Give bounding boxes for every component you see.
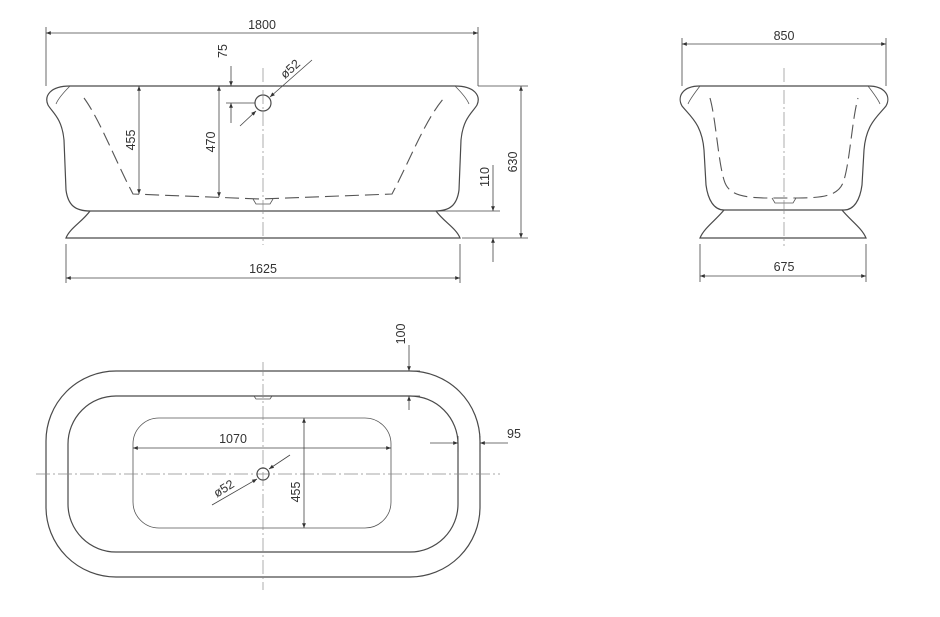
- dim-basin-length: 1070: [219, 432, 247, 446]
- top-overflow-mark: [253, 395, 273, 400]
- dim-side-width: 850: [774, 29, 795, 43]
- dim-front-length: 1800: [248, 18, 276, 32]
- side-view: [679, 68, 889, 246]
- dim-total-height: 630: [506, 152, 520, 173]
- dim-drain-diameter-top: ø52: [211, 477, 237, 500]
- front-view: [46, 68, 479, 245]
- dim-side-base-width: 675: [774, 260, 795, 274]
- front-dimensions: 1800 1625 455 470 75 ø52 630 110: [45, 18, 528, 283]
- side-inner-basin: [709, 97, 859, 199]
- front-tub-outline: [46, 85, 479, 212]
- dim-front-base-length: 1625: [249, 262, 277, 276]
- side-right-rim-curl: [867, 85, 881, 105]
- dim-depth-470: 470: [204, 132, 218, 153]
- side-dimensions: 850 675: [681, 29, 887, 282]
- front-right-rim-curl: [454, 85, 470, 105]
- top-basin-floor: [132, 417, 392, 529]
- dim-inner-depth: 455: [124, 130, 138, 151]
- front-inner-basin: [83, 97, 445, 200]
- dim-drain-diameter-front: ø52: [278, 57, 303, 82]
- top-drain-circle: [256, 467, 270, 481]
- top-dimensions: 100 95 1070 455 ø52: [133, 324, 521, 528]
- dim-drain-offset: 75: [216, 44, 230, 58]
- side-plinth: [699, 209, 867, 239]
- dim-basin-width: 455: [289, 482, 303, 503]
- side-tub-outline: [679, 85, 889, 211]
- front-left-rim-curl: [55, 85, 71, 105]
- top-view: [36, 362, 500, 590]
- front-plinth: [65, 210, 461, 239]
- dim-rim-width-top: 100: [394, 324, 408, 345]
- side-left-rim-curl: [687, 85, 701, 105]
- dim-plinth-height: 110: [478, 167, 492, 187]
- dim-rim-width-side: 95: [507, 427, 521, 441]
